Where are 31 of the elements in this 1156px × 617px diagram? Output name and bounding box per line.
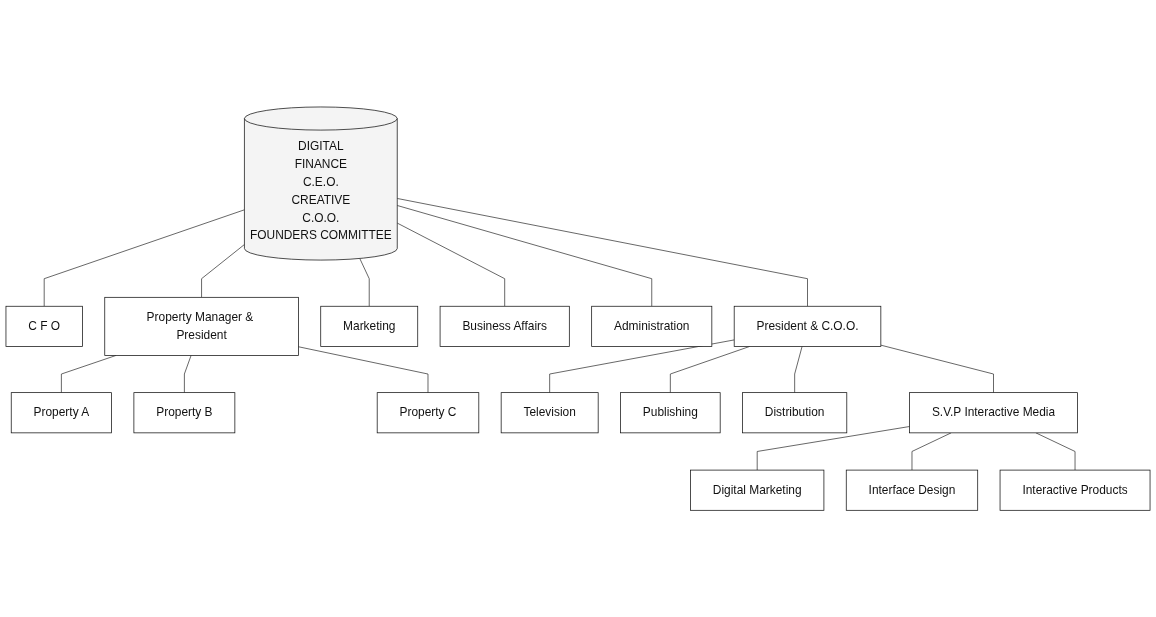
connector xyxy=(756,426,910,471)
node-box: Property Manager & President xyxy=(104,296,299,356)
node-box: Property A xyxy=(10,392,112,434)
node-box: Marketing xyxy=(320,305,419,347)
connector xyxy=(911,432,952,471)
connector xyxy=(396,205,653,307)
connector xyxy=(298,346,429,393)
connector xyxy=(396,222,506,307)
connector xyxy=(201,244,245,298)
connector xyxy=(43,209,245,307)
node-box: Interface Design xyxy=(845,469,979,511)
connector xyxy=(880,344,994,393)
connector xyxy=(794,345,803,393)
node-box: Interactive Products xyxy=(999,469,1151,511)
connector xyxy=(396,197,808,307)
node-box: Property C xyxy=(376,392,480,434)
node-box: Publishing xyxy=(620,392,721,434)
node-box: Distribution xyxy=(742,392,848,434)
connector xyxy=(359,257,370,307)
node-box: President & C.O.O. xyxy=(733,305,882,347)
node-box: Television xyxy=(500,392,599,434)
node-box: Administration xyxy=(591,305,713,347)
node-box: Business Affairs xyxy=(439,305,570,347)
node-box: S.V.P Interactive Media xyxy=(909,392,1078,434)
node-box: C F O xyxy=(5,305,83,347)
node-box: Property B xyxy=(133,392,236,434)
node-box: Digital Marketing xyxy=(690,469,825,511)
connector xyxy=(184,354,192,393)
connector xyxy=(1035,432,1076,471)
connector xyxy=(549,339,735,393)
connector xyxy=(669,345,750,393)
